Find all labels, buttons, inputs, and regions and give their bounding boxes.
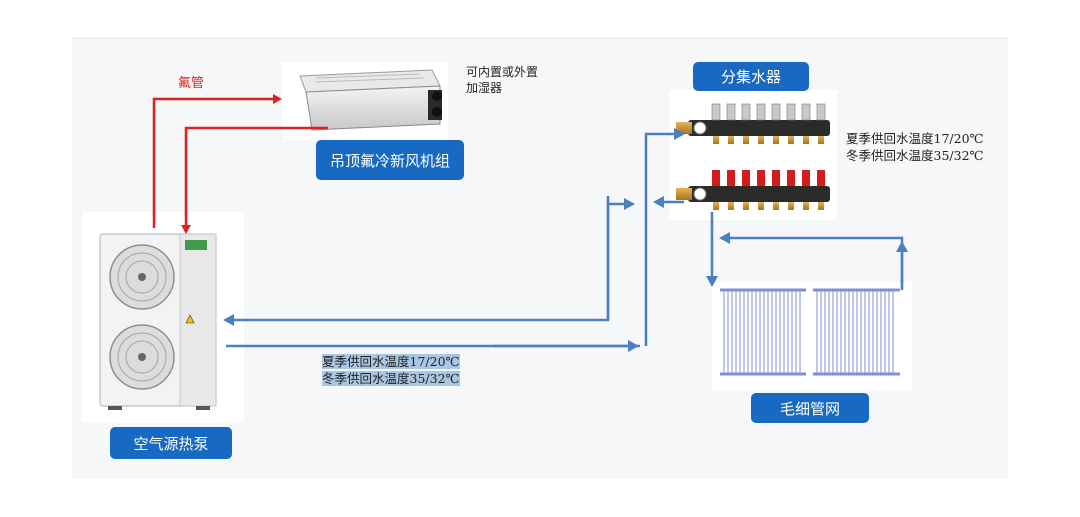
humidifier-note: 可内置或外置 加湿器 [466, 64, 538, 96]
humidifier-note-line1: 可内置或外置 [466, 65, 539, 79]
manifold-label: 分集水器 [693, 62, 809, 91]
top-divider [72, 38, 1008, 39]
pipe-temperature-note: 夏季供回水温度17/20℃ 冬季供回水温度35/32℃ [322, 353, 460, 387]
manifold-winter-temp: 冬季供回水温度35/32℃ [846, 148, 984, 163]
fluorine-pipe-label: 氟管 [178, 76, 205, 91]
fresh-air-unit-image [282, 62, 448, 140]
pipe-summer-temp: 夏季供回水温度17/20℃ [322, 354, 460, 369]
capillary-mat-label: 毛细管网 [751, 393, 869, 423]
capillary-mat-image [712, 282, 912, 390]
heat-pump-image [82, 212, 244, 422]
refrigerant-lines [152, 94, 328, 234]
heat-pump-label: 空气源热泵 [110, 427, 232, 459]
humidifier-note-line2: 加湿器 [466, 81, 503, 95]
manifold-summer-temp: 夏季供回水温度17/20℃ [846, 131, 984, 146]
pipe-winter-temp: 冬季供回水温度35/32℃ [322, 371, 460, 386]
manifold-image [669, 90, 837, 220]
fresh-air-unit-label: 吊顶氟冷新风机组 [316, 140, 464, 180]
manifold-temperature-note: 夏季供回水温度17/20℃ 冬季供回水温度35/32℃ [846, 130, 984, 164]
water-lines [223, 128, 908, 352]
